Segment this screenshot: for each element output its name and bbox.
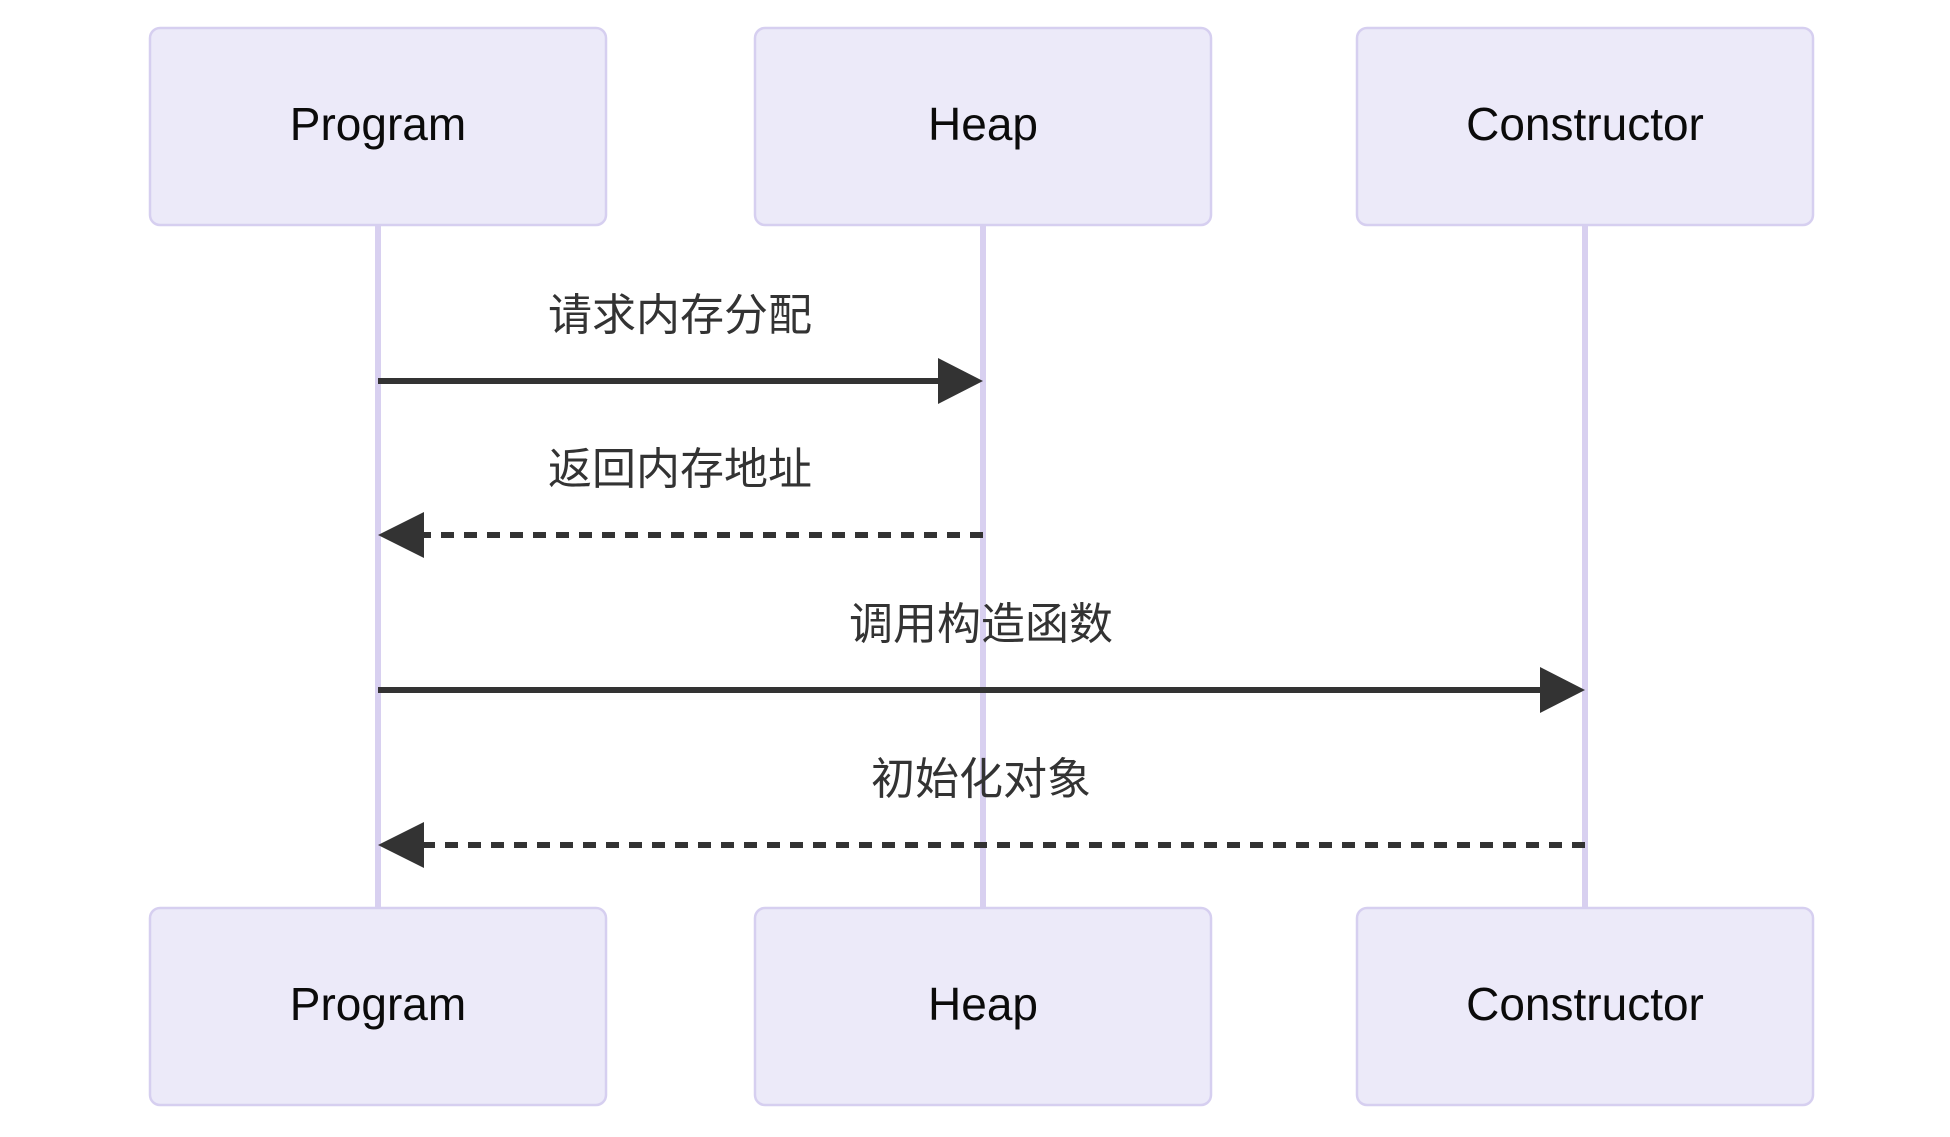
participant-label-heap-top: Heap xyxy=(928,98,1038,150)
participant-label-constructor-top: Constructor xyxy=(1466,98,1704,150)
participant-label-program-bottom: Program xyxy=(290,978,466,1030)
participant-program-top[interactable]: Program xyxy=(148,26,608,227)
message-2-return-memory-address[interactable]: 返回内存地址 xyxy=(378,445,983,558)
message-3-label: 调用构造函数 xyxy=(849,600,1113,649)
participant-heap-top[interactable]: Heap xyxy=(753,26,1213,227)
message-1-arrowhead-icon xyxy=(938,358,983,404)
message-3-call-constructor[interactable]: 调用构造函数 xyxy=(378,600,1585,713)
message-1-label: 请求内存分配 xyxy=(548,291,812,340)
participant-label-heap-bottom: Heap xyxy=(928,978,1038,1030)
participant-box-constructor-top[interactable] xyxy=(1355,26,1815,227)
participant-box-constructor-bottom[interactable] xyxy=(1355,906,1815,1107)
message-3-arrowhead-icon xyxy=(1540,667,1585,713)
message-4-label: 初始化对象 xyxy=(871,755,1091,804)
participant-boxes-top: Program Heap Constructor xyxy=(148,26,1815,227)
message-2-label: 返回内存地址 xyxy=(548,445,812,494)
message-4-initialize-object[interactable]: 初始化对象 xyxy=(378,755,1585,868)
participant-box-heap-top[interactable] xyxy=(753,26,1213,227)
participant-label-program-top: Program xyxy=(290,98,466,150)
participant-box-heap-bottom[interactable] xyxy=(753,906,1213,1107)
participant-box-program-top[interactable] xyxy=(148,26,608,227)
participant-heap-bottom[interactable]: Heap xyxy=(753,906,1213,1107)
participant-box-program-bottom[interactable] xyxy=(148,906,608,1107)
message-2-arrowhead-icon xyxy=(378,512,424,558)
participant-program-bottom[interactable]: Program xyxy=(148,906,608,1107)
participant-constructor-top[interactable]: Constructor xyxy=(1355,26,1815,227)
message-4-arrowhead-icon xyxy=(378,822,424,868)
participant-label-constructor-bottom: Constructor xyxy=(1466,978,1704,1030)
participant-boxes-bottom: Program Heap Constructor xyxy=(148,906,1815,1107)
lifelines-group xyxy=(375,225,1588,910)
message-1-request-memory-allocation[interactable]: 请求内存分配 xyxy=(378,291,983,404)
participant-constructor-bottom[interactable]: Constructor xyxy=(1355,906,1815,1107)
